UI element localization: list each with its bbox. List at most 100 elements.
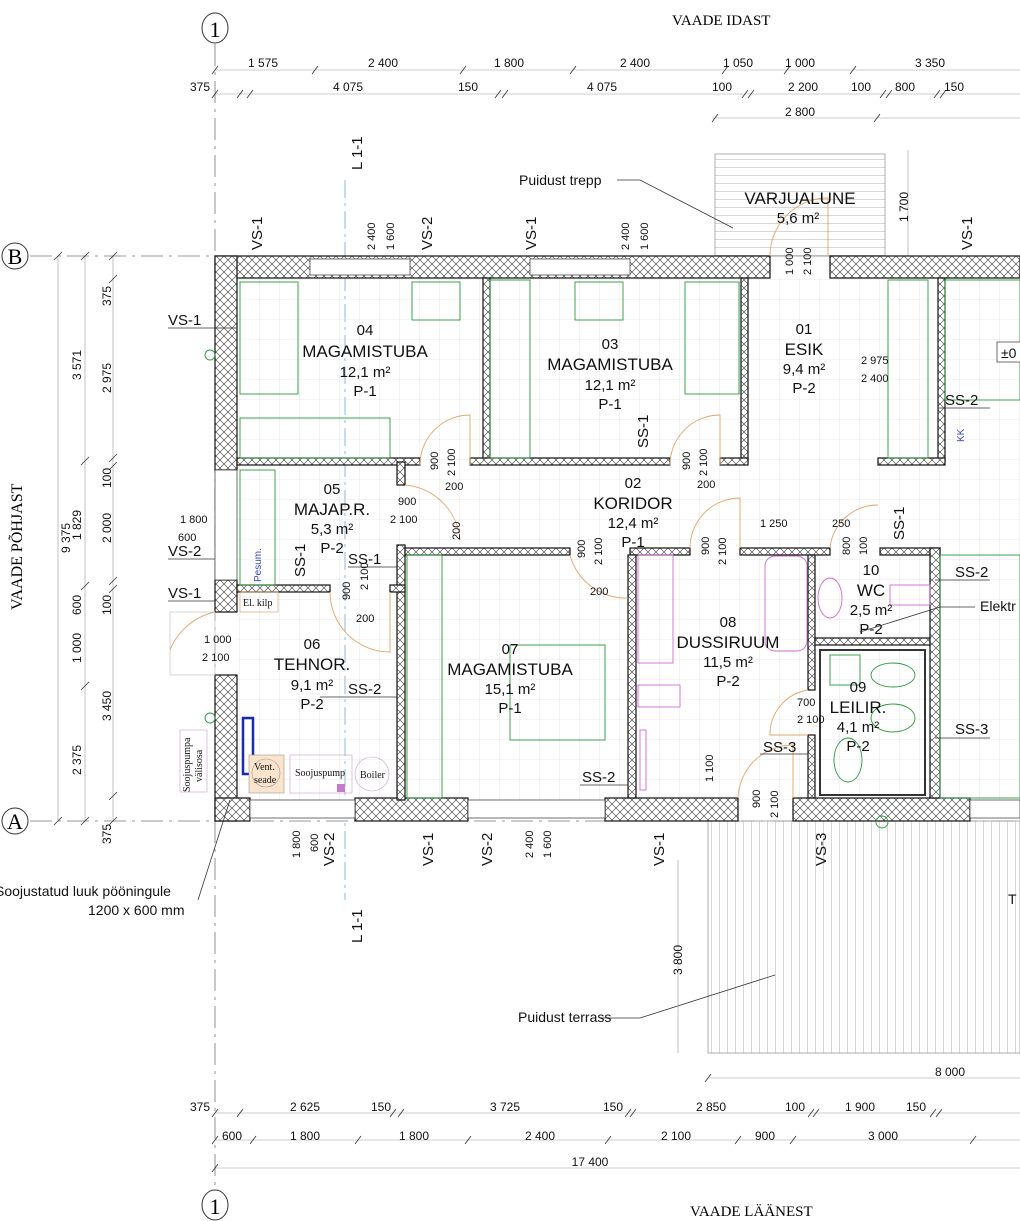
wall_tags-vs1: VS-1 — [651, 833, 668, 866]
opening_dims-w2400: 2 400 — [524, 830, 536, 858]
rooms-8-area: 2,5 m² — [850, 602, 893, 619]
wall_tags-ss1: SS-1 — [635, 415, 652, 448]
dims_left-col2-4: 2 375 — [70, 745, 84, 775]
dims_top-row2-5: 2 200 — [788, 80, 818, 94]
room-07: 07 MAGAMISTUBA 15,1 m² P-1 — [447, 641, 573, 717]
dims_top-porch_depth: 1 700 — [897, 192, 911, 222]
rooms-5-name: TEHNOR. — [274, 655, 351, 674]
wc-toilet — [889, 584, 931, 606]
dims_left-col3-6: 375 — [100, 824, 114, 844]
dims_bottom-row2-3: 2 400 — [525, 1129, 555, 1143]
room-05: 05 MAJAP.R. 5,3 m² P-2 — [294, 481, 370, 557]
opening_dims-d900: 900 — [398, 496, 416, 508]
wall_tags-vs1: VS-1 — [420, 833, 437, 866]
washer-counter — [239, 469, 276, 586]
wardrobe-03 — [489, 279, 531, 459]
dims_bottom-row2-0: 600 — [222, 1129, 242, 1143]
furniture — [204, 279, 1020, 829]
rooms-7-floor: P-2 — [716, 673, 739, 690]
annotations: Puidust trepp Puidust terrass Soojustatu… — [0, 172, 1017, 1025]
dims_bottom-row2-6: 3 000 — [868, 1129, 898, 1143]
porch-label: VARJUALUNE 5,6 m² — [744, 189, 855, 227]
wall_tags-vs3: VS-3 — [813, 833, 830, 866]
dims_top-row2-1: 4 075 — [333, 80, 363, 94]
dims_bottom-row1-4: 150 — [603, 1100, 623, 1114]
dims_left-col2-2: 600 — [70, 595, 84, 615]
wall_tags-vs2: VS-2 — [419, 217, 436, 250]
rooms-4-name: MAJAP.R. — [294, 500, 370, 519]
opening_dims-d900: 900 — [681, 452, 693, 470]
wall_tags-ss3: SS-3 — [955, 721, 988, 738]
rooms-8-floor: P-2 — [859, 621, 882, 638]
bathtub — [764, 555, 808, 652]
rooms-1-area: 12,1 m² — [585, 377, 636, 394]
wall_tags-vs1: VS-1 — [168, 585, 201, 602]
rooms-6-num: 07 — [502, 641, 519, 658]
rooms-0-area: 12,1 m² — [340, 364, 391, 381]
wall_tags-ss2: SS-2 — [348, 681, 381, 698]
wall_tags-vs1: VS-1 — [168, 312, 201, 329]
rooms-9-num: 09 — [850, 679, 867, 696]
opening_dims-w2400: 2 400 — [620, 222, 632, 250]
rooms-2-num: 01 — [796, 321, 813, 338]
rooms-9-floor: P-2 — [846, 738, 869, 755]
heat-pump-connector — [337, 784, 345, 792]
wall_tags-ss1: SS-1 — [891, 507, 908, 540]
dims_left-col3-1: 2 975 — [100, 363, 114, 393]
view-title-north: VAADE PÕHJAST — [8, 483, 26, 610]
level-mark: ±0 — [1001, 345, 1017, 361]
attic-hatch-size: 1200 x 600 mm — [88, 902, 185, 918]
dims_left-col3-2: 100 — [100, 468, 114, 488]
radiator — [241, 716, 255, 776]
room-02: 02 KORIDOR 12,4 m² P-1 — [593, 475, 672, 551]
room-06: 06 TEHNOR. 9,1 m² P-2 — [274, 636, 351, 713]
dims_top-row1-0: 1 575 — [248, 56, 278, 70]
wardrobe-07 — [406, 554, 443, 799]
opening_dims-d1000: 1 000 — [784, 247, 796, 275]
stair-label: Puidust trepp — [519, 172, 602, 188]
dimensions-left: 9 375 3 571 1 829 600 1 000 2 375 375 2 … — [53, 251, 118, 844]
opening_dims-d2100: 2 100 — [593, 537, 605, 565]
rooms-10-area: 5,6 m² — [777, 210, 820, 227]
dims_top-row1-2: 1 800 — [494, 56, 524, 70]
room-08: 08 DUSSIRUUM 11,5 m² P-2 — [677, 614, 780, 690]
room-09: 09 LEILIR. 4,1 m² P-2 — [830, 679, 887, 755]
rooms-1-num: 03 — [602, 336, 619, 353]
rooms-3-area: 12,4 m² — [608, 515, 659, 532]
dims_top-row3-0: 2 800 — [785, 105, 815, 119]
boiler-label: Boiler — [360, 770, 386, 781]
rooms-6-name: MAGAMISTUBA — [447, 660, 573, 679]
dims_bottom-row1-2: 150 — [371, 1100, 391, 1114]
axes-top: 1 — [210, 17, 221, 42]
dims_left-total: 9 375 — [59, 523, 73, 553]
dims_bottom-row2-2: 1 800 — [399, 1129, 429, 1143]
opening_dims-w1800: 1 800 — [180, 514, 208, 526]
equipment: El. kilp Vent. seade Soojuspump Boiler S… — [179, 341, 1020, 794]
rooms-0-name: MAGAMISTUBA — [302, 342, 428, 361]
wall_tags-ss2: SS-2 — [582, 769, 615, 786]
opening_dims-d200: 200 — [590, 586, 608, 598]
opening_dims-d900: 900 — [751, 790, 763, 808]
section-mark-top: L 1-1 — [349, 136, 366, 170]
dims_bottom-row2-5: 900 — [755, 1129, 775, 1143]
opening_dims-d900: 900 — [700, 537, 712, 555]
shower-sink — [637, 554, 674, 664]
rooms-9-area: 4,1 m² — [837, 719, 880, 736]
rooms-8-num: 10 — [863, 562, 880, 579]
dims_top-row1-3: 2 400 — [620, 56, 650, 70]
dims_top-row1-1: 2 400 — [368, 56, 398, 70]
wall-tags: VS-1 VS-2 VS-1 VS-1 VS-2 VS-1 VS-1 SS-1 … — [168, 217, 990, 866]
opening_dims-d900: 900 — [429, 452, 441, 470]
wall_tags-vs2: VS-2 — [479, 833, 496, 866]
opening_dims-d700: 700 — [797, 697, 815, 709]
dims_bottom-row2-4: 2 100 — [661, 1129, 691, 1143]
dims_top-row2-6: 100 — [851, 80, 871, 94]
rooms-2-area: 9,4 m² — [783, 361, 826, 378]
bed-04 — [239, 281, 299, 395]
dims_left-col3-4: 100 — [100, 595, 114, 615]
bed-03 — [684, 281, 740, 395]
toilet-08 — [637, 684, 681, 708]
dims_bottom-row1-0: 375 — [190, 1100, 210, 1114]
opening-dimensions: 2 400 1 600 2 400 1 600 1 000 2 100 2 97… — [178, 222, 889, 858]
kitchen-counter — [944, 279, 1020, 401]
